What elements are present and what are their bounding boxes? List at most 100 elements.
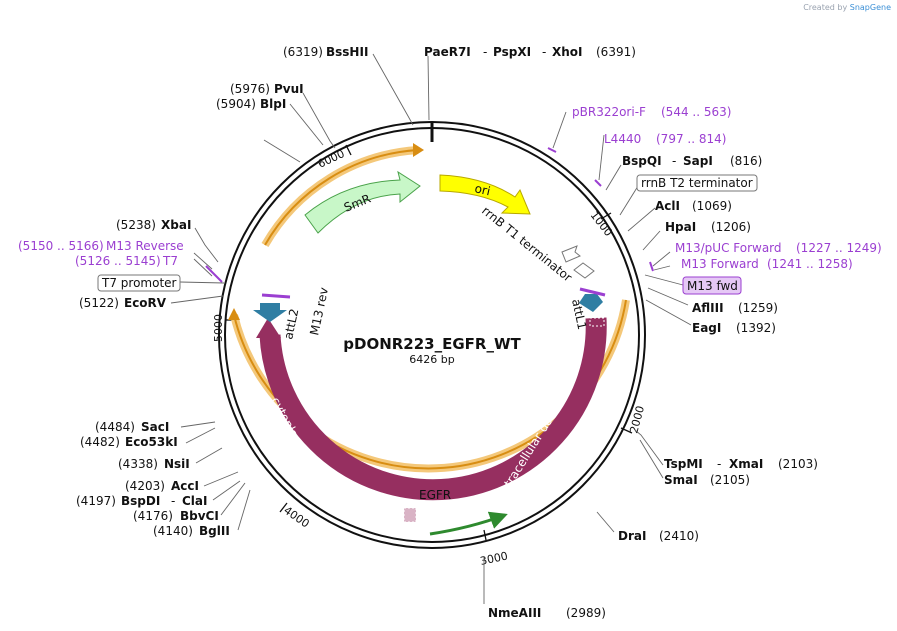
m13-fwd-label: M13 fwd [687, 279, 738, 293]
rrnb-t1-mark-2 [573, 262, 595, 279]
site-blpi-pos: (5904) [216, 97, 256, 111]
site-acli[interactable]: AclI (1069) [655, 199, 732, 213]
m13-puc-mark [649, 261, 654, 272]
attl1-marker [579, 294, 603, 312]
site-xbai[interactable]: (5238) XbaI [116, 218, 191, 232]
ori-label: ori [473, 181, 491, 198]
site-smai-name: SmaI [664, 473, 698, 487]
site-afliii-pos: (1259) [738, 301, 778, 315]
site-xbai-pos: (5238) [116, 218, 156, 232]
site-saci-pos: (4484) [95, 420, 135, 434]
primer-m13-puc-forward[interactable]: M13/pUC Forward (1227 .. 1249) [675, 241, 882, 255]
site-bspdi-pos: (4197) [76, 494, 116, 508]
primer-pbr322ori-f[interactable]: pBR322ori-F (544 .. 563) [572, 105, 731, 119]
site-xmai-name: XmaI [729, 457, 763, 471]
site-bsshii-pos: (6319) [283, 45, 323, 59]
site-eco53ki[interactable]: (4482) Eco53kI [80, 435, 178, 449]
site-xbai-name: XbaI [161, 218, 191, 232]
site-pvui[interactable]: (5976) PvuI [230, 82, 304, 96]
orf-arrow-egfr [228, 308, 240, 320]
snapgene-logo: SnapGene [849, 3, 891, 12]
site-nsii-pos: (4338) [118, 457, 158, 471]
egfr-arrowhead [256, 318, 281, 338]
site-blpi-name: BlpI [260, 97, 286, 111]
smr-feature [304, 170, 421, 234]
site-bglii-pos: (4140) [153, 524, 193, 538]
site-tspmi[interactable]: TspMI - XmaI (2103) [664, 457, 818, 471]
site-eagi-name: EagI [692, 321, 721, 335]
site-nmeaiii-name: NmeAIII [488, 606, 541, 620]
primer-t7[interactable]: (5126 .. 5145) T7 [75, 254, 178, 268]
site-blpi[interactable]: (5904) BlpI [216, 97, 286, 111]
site-bbvci[interactable]: (4176) BbvCI [133, 509, 219, 523]
plasmid-length: 6426 bp [409, 353, 454, 366]
site-xmai-pos: (2103) [778, 457, 818, 471]
site-acci-pos: (4203) [125, 479, 165, 493]
site-xhoi-name: XhoI [552, 45, 583, 59]
primer-t7-range: (5126 .. 5145) [75, 254, 161, 268]
site-pvui-name: PvuI [274, 82, 304, 96]
feature-rrnb-t2-terminator[interactable]: rrnB T2 terminator [636, 174, 758, 192]
m13-rev-label: M13 rev [307, 286, 331, 336]
site-nmeaiii[interactable]: NmeAIII (2989) [488, 606, 606, 620]
leader-lines [170, 53, 692, 604]
feature-m13-fwd[interactable]: M13 fwd [682, 276, 742, 295]
site-eagi-pos: (1392) [736, 321, 776, 335]
site-hpai[interactable]: HpaI (1206) [665, 220, 751, 234]
site-bsshii-name: BssHII [326, 45, 368, 59]
site-afliii[interactable]: AflIII (1259) [692, 301, 778, 315]
primer-m13-forward-name: M13 Forward [681, 257, 759, 271]
site-drai[interactable]: DraI (2410) [618, 529, 699, 543]
site-pvui-pos: (5976) [230, 82, 270, 96]
site-paer7i-sep1: - [483, 45, 487, 59]
primer-l4440[interactable]: L4440 (797 .. 814) [604, 132, 726, 146]
snapgene-credit: Created by SnapGene [803, 3, 891, 12]
t7-promoter-label: T7 promoter [101, 276, 177, 290]
site-bspqi[interactable]: BspQI - SapI (816) [622, 154, 762, 168]
primer-pbr322ori-f-name: pBR322ori-F [572, 105, 646, 119]
primer-m13-puc-forward-range: (1227 .. 1249) [796, 241, 882, 255]
attl2-label: attL2 [281, 307, 301, 340]
site-acli-name: AclI [655, 199, 680, 213]
primer-m13-reverse[interactable]: (5150 .. 5166) M13 Reverse [18, 239, 184, 253]
attl2-marker [253, 303, 287, 322]
site-hpai-pos: (1206) [711, 220, 751, 234]
site-bsshii[interactable]: (6319) BssHII [283, 45, 368, 59]
site-xhoi-pos: (6391) [596, 45, 636, 59]
orf-arrow-top [413, 143, 424, 157]
site-bspdi[interactable]: (4197) BspDI - ClaI [76, 494, 207, 508]
site-eagi[interactable]: EagI (1392) [692, 321, 776, 335]
plasmid-name: pDONR223_EGFR_WT [343, 335, 521, 353]
site-hpai-name: HpaI [665, 220, 696, 234]
attl1-label: attL1 [569, 298, 589, 331]
site-acli-pos: (1069) [692, 199, 732, 213]
orf-arc-top-core [264, 149, 419, 246]
site-sapi-pos: (816) [730, 154, 762, 168]
site-bglii[interactable]: (4140) BglII [153, 524, 230, 538]
site-nmeaiii-pos: (2989) [566, 606, 606, 620]
site-acci[interactable]: (4203) AccI [125, 479, 199, 493]
primer-l4440-name: L4440 [604, 132, 641, 146]
site-bbvci-pos: (4176) [133, 509, 173, 523]
site-bspdi-name: BspDI [121, 494, 160, 508]
l4440-mark [594, 179, 602, 187]
site-pspxi-name: PspXI [493, 45, 531, 59]
site-saci[interactable]: (4484) SacI [95, 420, 169, 434]
site-nsii[interactable]: (4338) NsiI [118, 457, 190, 471]
tick-5000: 5000 [212, 314, 225, 342]
t7-mark [205, 265, 223, 283]
rrnb-t1-label: rrnB T1 terminator [479, 203, 575, 284]
credit-prefix: Created by [803, 3, 848, 12]
site-paer7i-sep2: - [542, 45, 546, 59]
site-paer7i[interactable]: PaeR7I - PspXI - XhoI (6391) [424, 45, 636, 59]
tick-2000: 2000 [627, 404, 647, 434]
pbr322ori-mark [547, 147, 557, 153]
site-smai[interactable]: SmaI (2105) [664, 473, 750, 487]
site-acci-name: AccI [171, 479, 199, 493]
primer-m13-forward[interactable]: M13 Forward (1241 .. 1258) [681, 257, 853, 271]
site-afliii-name: AflIII [692, 301, 724, 315]
feature-t7-promoter[interactable]: T7 promoter [97, 274, 181, 292]
rrnb-t2-label: rrnB T2 terminator [641, 176, 753, 190]
site-ecorv[interactable]: (5122) EcoRV [79, 296, 167, 310]
